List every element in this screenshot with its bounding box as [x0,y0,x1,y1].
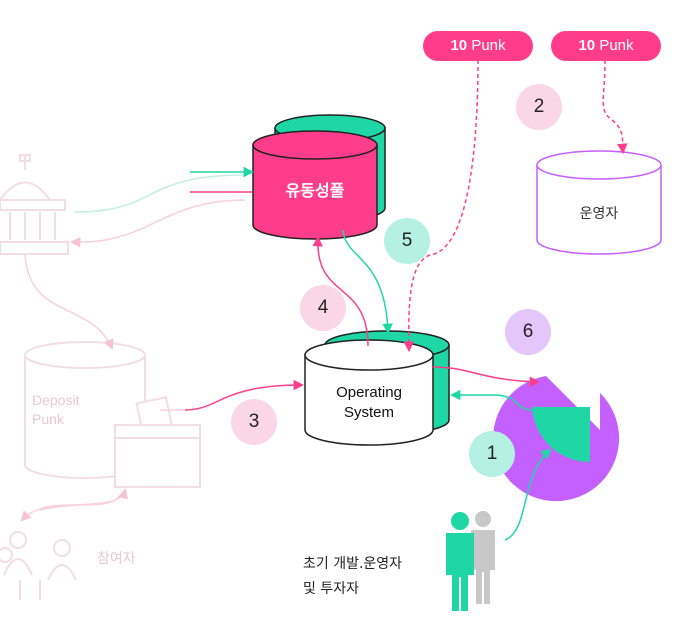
participants-icon [0,531,77,600]
punk-unit: Punk [471,37,506,54]
punk-amount: 10 [578,37,596,54]
step-5-badge: 5 [384,218,430,264]
operator-cylinder [536,150,662,255]
step-3-badge: 3 [231,399,277,445]
operating-system-cylinder [304,330,450,446]
allocation-pie [493,376,620,502]
step-1-badge: 1 [469,431,515,477]
liquidity-pool-label: 유동성풀 [285,181,345,200]
pie-slice-developers [532,407,590,463]
punk-token-pill-2: 10 Punk [551,31,661,61]
faded-flow-arrows [20,174,246,522]
step-2-badge: 2 [516,84,562,130]
punk-token-pill-1: 10 Punk [423,31,533,61]
deposit-label-line1: Deposit [32,392,80,408]
step-6-badge: 6 [505,309,551,355]
punk-unit: Punk [599,37,634,54]
os-label-line2: System [343,404,394,421]
deposit-label-line2: Punk [32,411,64,427]
participants-label: 참여자 [97,551,136,567]
ballot-box-icon [114,396,201,488]
flow-arrows [184,59,628,541]
operator-label: 운영자 [579,206,619,222]
bank-icon [0,154,69,255]
developers-label-line1: 초기 개발.운영자 [303,556,403,572]
people-icon [446,511,495,611]
punk-amount: 10 [450,37,468,54]
developers-label-line2: 및 투자자 [303,581,359,597]
liquidity-pool-cylinder [252,114,386,240]
step-4-badge: 4 [300,285,346,331]
os-label-line1: Operating [336,384,402,401]
